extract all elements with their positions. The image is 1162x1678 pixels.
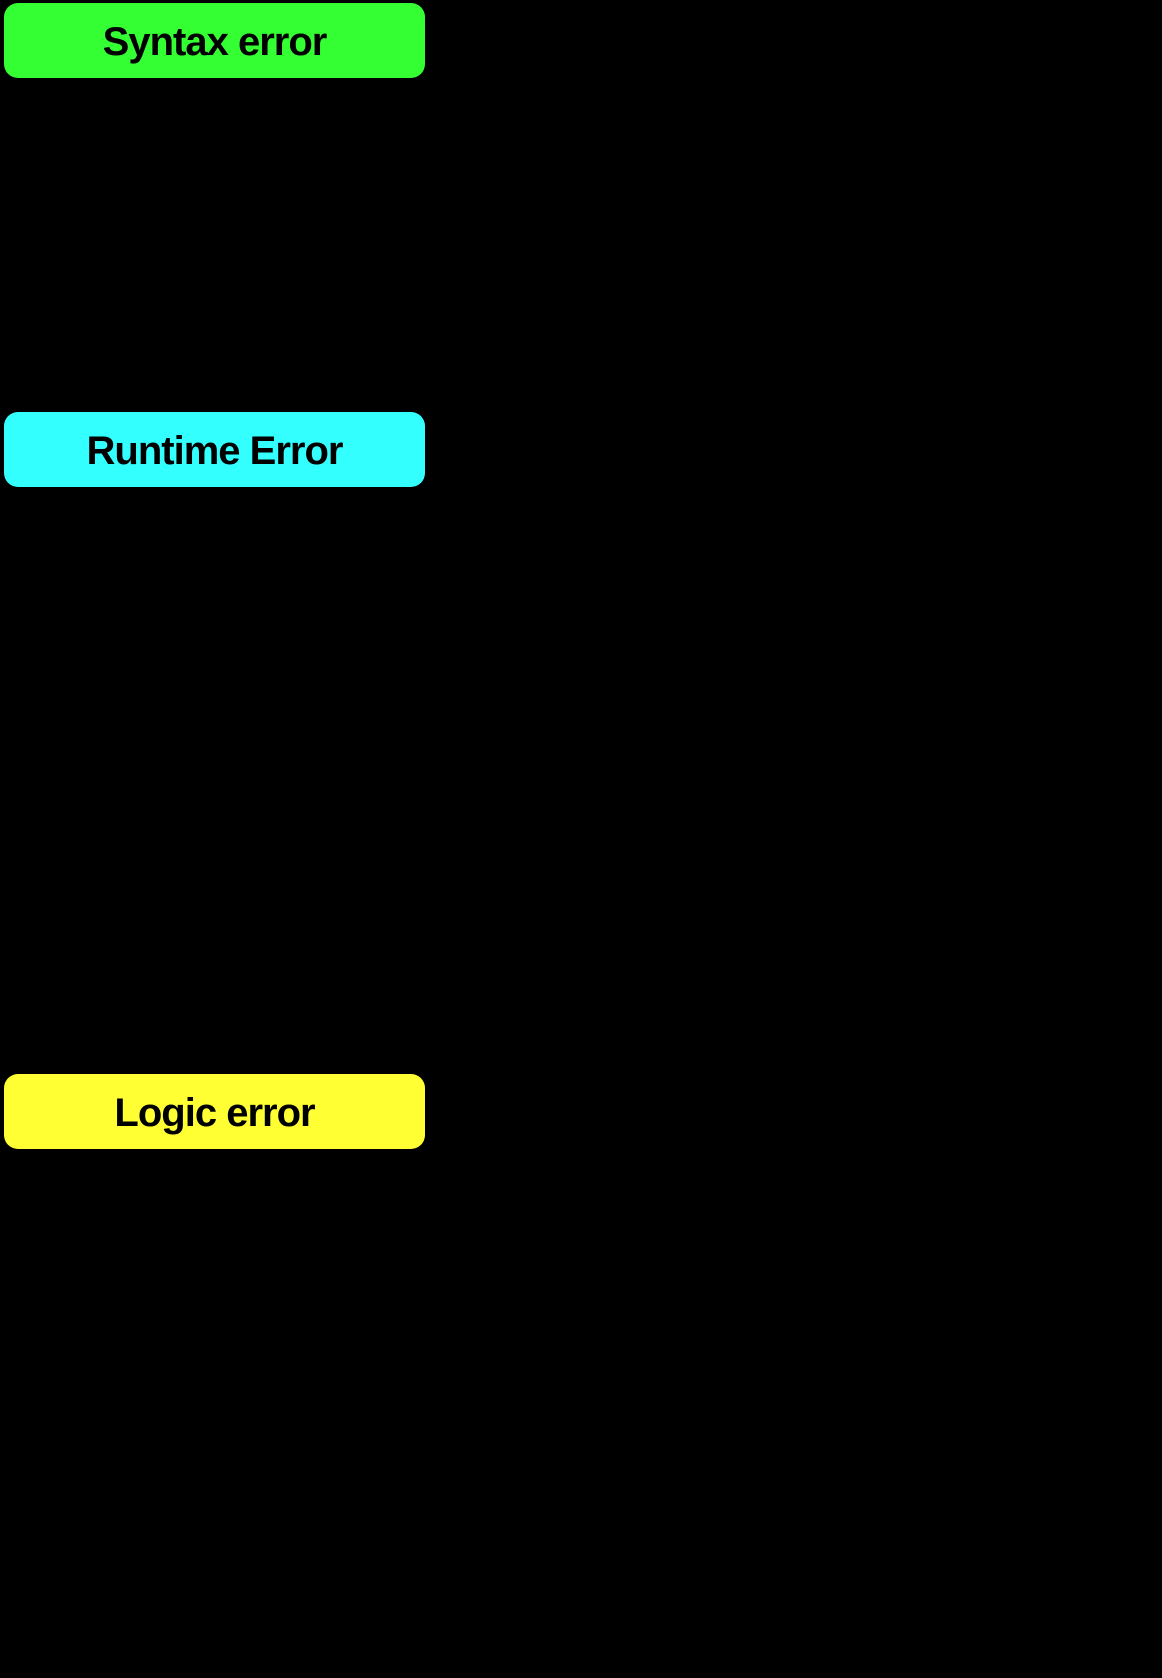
logic-error-label: Logic error: [4, 1074, 425, 1149]
logic-error-label-text: Logic error: [114, 1090, 315, 1135]
syntax-error-label: Syntax error: [4, 3, 425, 78]
syntax-error-label-text: Syntax error: [102, 19, 328, 64]
runtime-error-label: Runtime Error: [4, 412, 425, 487]
runtime-error-label-text: Runtime Error: [86, 428, 344, 473]
